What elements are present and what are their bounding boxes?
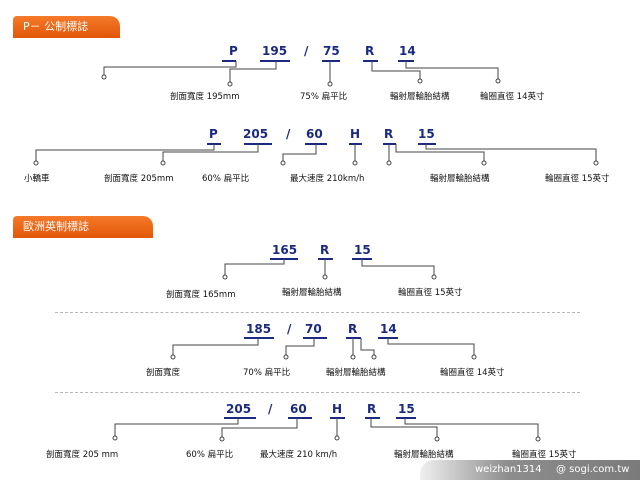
- label-aspect-ratio: 70% 扁平比: [243, 368, 291, 378]
- label-section-width: 剖面寬度 205mm: [104, 174, 174, 184]
- code-construction: R: [320, 243, 330, 257]
- code-construction: R: [384, 127, 394, 141]
- code-aspect-ratio: 70: [305, 322, 322, 336]
- label-aspect-ratio: 75% 扁平比: [300, 92, 348, 102]
- separator-2: [55, 392, 580, 393]
- code-section-width: 195: [262, 44, 288, 58]
- label-construction: 輻射層輪胎結構: [390, 92, 450, 102]
- label-rim-diameter: 輪圈直徑 14英寸: [440, 368, 505, 378]
- separator-1: [55, 312, 580, 313]
- label-rim-diameter: 輪圈直徑 15英寸: [545, 174, 610, 184]
- label-section-width: 剖面寬度 195mm: [170, 92, 240, 102]
- watermark-user: weizhan1314: [475, 464, 542, 475]
- code-aspect-ratio: 75: [323, 44, 340, 58]
- euro-section-title: 歐洲英制標誌: [13, 216, 153, 238]
- code-rim-diameter: 14: [399, 44, 416, 58]
- code-aspect-ratio: 60: [306, 127, 323, 141]
- code-speed-rating: H: [350, 127, 361, 141]
- watermark: weizhan1314 @ sogi.com.tw: [420, 460, 640, 480]
- label-construction: 輻射層輪胎結構: [430, 174, 490, 184]
- label-section-width: 剖面寬度 205 mm: [46, 450, 119, 460]
- code-slash: /: [286, 127, 291, 141]
- label-construction: 輻射層輪胎結構: [394, 450, 454, 460]
- code-section-width: 165: [272, 243, 298, 257]
- code-rim-diameter: 15: [418, 127, 435, 141]
- code-section-width: 185: [246, 322, 272, 336]
- code-rim-diameter: 15: [354, 243, 371, 257]
- label-section-width: 剖面寬度: [146, 368, 181, 378]
- code-aspect-ratio: 60: [290, 402, 307, 416]
- code-construction: R: [367, 402, 377, 416]
- code-section-width: 205: [243, 127, 269, 141]
- label-section-width: 剖面寬度 165mm: [166, 290, 236, 300]
- label-speed-rating: 最大速度 210 km/h: [260, 450, 338, 460]
- code-construction: R: [348, 322, 358, 336]
- label-vehicle-type: 小轎車: [24, 174, 50, 184]
- label-speed-rating: 最大速度 210km/h: [290, 174, 365, 184]
- code-rim-diameter: 15: [398, 402, 415, 416]
- code-rim-diameter: 14: [380, 322, 397, 336]
- label-aspect-ratio: 60% 扁平比: [202, 174, 250, 184]
- label-rim-diameter: 輪圈直徑 15英寸: [398, 288, 463, 298]
- label-construction: 輻射層輪胎結構: [282, 288, 342, 298]
- code-vehicle-type: P: [229, 44, 238, 58]
- code-slash: /: [287, 322, 292, 336]
- code-slash: /: [304, 44, 309, 58]
- code-slash: /: [268, 402, 273, 416]
- code-vehicle-type: P: [209, 127, 218, 141]
- code-construction: R: [365, 44, 375, 58]
- label-construction: 輻射層輪胎結構: [326, 368, 386, 378]
- metric-section-title: P－ 公制標誌: [13, 16, 120, 38]
- label-rim-diameter: 輪圈直徑 15英寸: [512, 450, 577, 460]
- watermark-site: @ sogi.com.tw: [556, 464, 630, 475]
- code-section-width: 205: [226, 402, 252, 416]
- label-rim-diameter: 輪圈直徑 14英寸: [480, 92, 545, 102]
- code-speed-rating: H: [332, 402, 343, 416]
- label-aspect-ratio: 60% 扁平比: [186, 450, 234, 460]
